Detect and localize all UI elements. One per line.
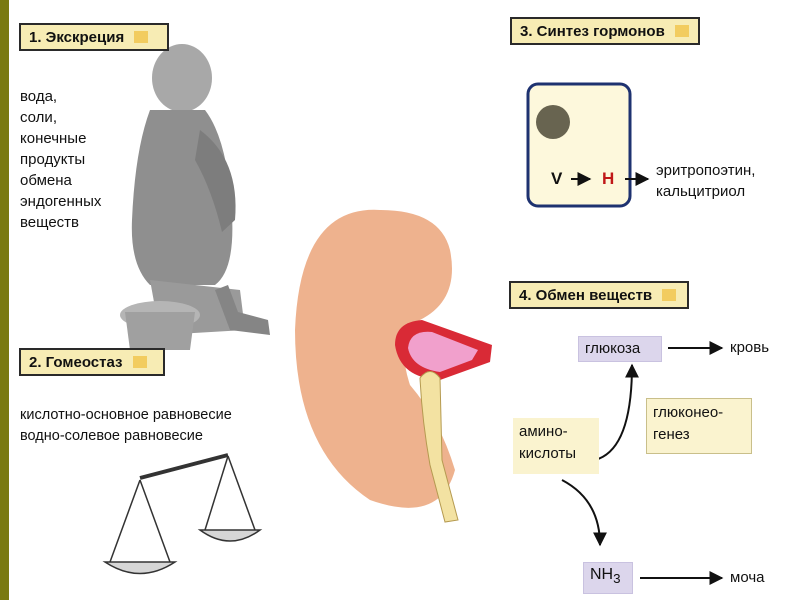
homeostasis-title: 2. Гомеостаз: [29, 354, 123, 371]
h-label: H: [602, 169, 615, 188]
hormone-products: эритропоэтин, кальцитриол: [656, 160, 755, 202]
metabolism-title: 4. Обмен веществ: [519, 287, 653, 304]
excretion-line: соли,: [20, 109, 57, 126]
glucose-tag: глюкоза: [578, 336, 662, 362]
excretion-line: конечные: [20, 130, 87, 147]
gluconeogenesis-line: генез: [653, 426, 690, 443]
hormone-product-calcitriol: кальцитриол: [656, 183, 746, 200]
left-accent-strip: [0, 0, 9, 600]
excretion-title: 1. Экскреция: [29, 29, 125, 46]
gluconeogenesis-tag: глюконео- генез: [646, 398, 752, 454]
hormone-cell-box: [526, 82, 632, 208]
amino-acids-line: амино-: [519, 423, 568, 440]
amino-acids-line: кислоты: [519, 445, 577, 462]
metabolism-header: 4. Обмен веществ: [509, 281, 689, 309]
urine-label: моча: [730, 569, 765, 586]
kidney-illustration: [295, 209, 492, 523]
hormones-header: 3. Синтез гормонов: [510, 17, 700, 45]
amino-to-nh3-arrow: [561, 479, 607, 547]
homeostasis-list: кислотно-основное равновесие водно-солев…: [20, 405, 232, 447]
excretion-line: эндогенных: [20, 193, 102, 210]
v-label: V: [551, 169, 563, 188]
excretion-list: вода, соли, конечные продукты обмена энд…: [20, 86, 101, 233]
excretion-header: 1. Экскреция: [19, 23, 169, 51]
amino-to-glucose-arrow: [594, 363, 639, 461]
homeostasis-header: 2. Гомеостаз: [19, 348, 165, 376]
nh3-tag: NH3: [583, 562, 633, 594]
hormones-title: 3. Синтез гормонов: [520, 23, 665, 40]
balance-scale-illustration: [102, 453, 263, 575]
blood-label: кровь: [730, 339, 770, 356]
gluconeogenesis-line: глюконео-: [653, 404, 724, 421]
child-on-potty-illustration: [120, 44, 270, 350]
excretion-line: вода,: [20, 88, 58, 105]
homeostasis-line: кислотно-основное равновесие: [20, 407, 232, 423]
homeostasis-line: водно-солевое равновесие: [20, 428, 203, 444]
nh3-label: NH: [590, 566, 614, 583]
excretion-line: обмена: [20, 172, 72, 189]
excretion-line: веществ: [20, 214, 79, 231]
amino-acids-tag: амино- кислоты: [513, 418, 599, 474]
excretion-line: продукты: [20, 151, 86, 168]
hormone-product-erythropoietin: эритропоэтин,: [656, 162, 756, 179]
nh3-subscript: 3: [613, 571, 621, 587]
